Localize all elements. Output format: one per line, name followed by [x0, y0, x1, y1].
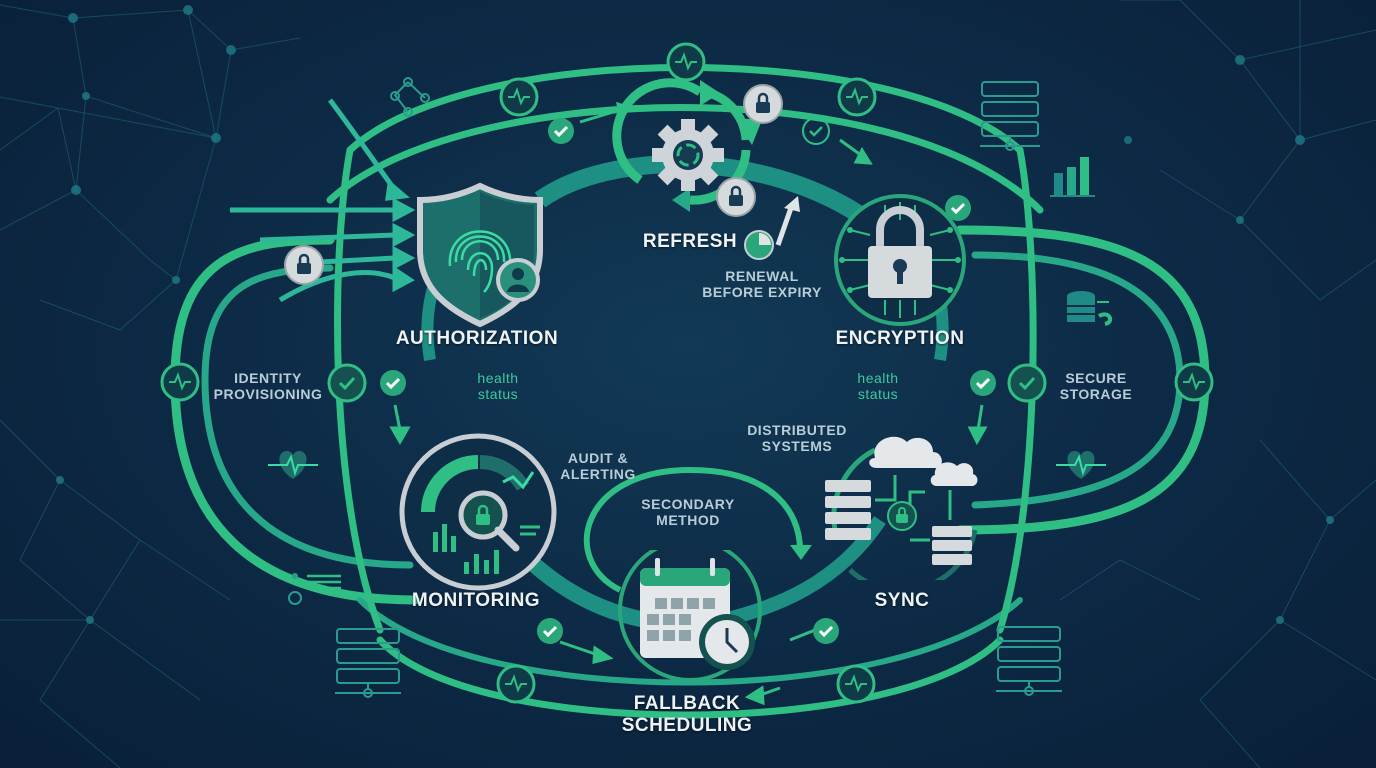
storage-line2: STORAGE — [1059, 386, 1133, 402]
shield-fingerprint-user-icon — [417, 182, 543, 328]
server-rack-icon — [996, 626, 1062, 696]
secure-storage-label: SECURE STORAGE — [1056, 370, 1136, 402]
heart-pulse-icon — [268, 451, 318, 479]
identity-line1: IDENTITY — [234, 370, 302, 386]
heartbeat-node-icon — [1174, 362, 1214, 402]
checkmark-badge-icon — [327, 363, 367, 403]
stage-label-fallback: FALLBACK SCHEDULING — [620, 693, 754, 737]
heartbeat-node-icon — [666, 42, 706, 82]
heartbeat-node-icon — [836, 664, 876, 704]
database-icon — [1067, 291, 1113, 326]
stage-label-authorization: AUTHORIZATION — [395, 328, 559, 349]
heartbeat-node-icon — [837, 77, 877, 117]
storage-line1: SECURE — [1065, 370, 1127, 386]
magnifier-dashboard-icon — [399, 433, 557, 591]
checkmark-badge-icon — [548, 118, 574, 144]
fallback-line2: SCHEDULING — [621, 715, 753, 736]
audit-line2: ALERTING — [560, 466, 636, 482]
distributed-systems-label: DISTRIBUTED SYSTEMS — [744, 422, 850, 454]
heartbeat-node-icon — [160, 362, 200, 402]
checkmark-badge-icon — [945, 195, 971, 221]
stage-label-sync: SYNC — [874, 590, 930, 611]
padlock-badge-icon — [284, 245, 324, 285]
heart-pulse-icon — [1056, 451, 1106, 479]
circuit-padlock-icon — [834, 194, 966, 326]
audit-line1: AUDIT & — [567, 450, 629, 466]
renewal-line1: RENEWAL — [725, 268, 799, 284]
padlock-badge-icon — [743, 84, 783, 124]
heartbeat-node-icon — [496, 664, 536, 704]
checkmark-badge-icon — [813, 618, 839, 644]
distributed-line1: DISTRIBUTED — [747, 422, 847, 438]
checkmark-badge-icon — [380, 370, 406, 396]
server-rack-icon — [980, 81, 1040, 151]
cloud-server-sync-icon — [825, 436, 978, 580]
list-icon — [288, 573, 341, 605]
network-graph-icon — [390, 77, 430, 117]
bar-chart-icon — [1050, 157, 1095, 197]
renewal-line2: BEFORE EXPIRY — [702, 284, 822, 300]
health-status-left: health status — [470, 370, 526, 402]
stage-label-monitoring: MONITORING — [411, 590, 541, 611]
identity-line2: PROVISIONING — [213, 386, 323, 402]
stage-label-refresh: REFRESH — [642, 231, 738, 252]
calendar-clock-icon — [618, 550, 762, 680]
health-left-line1: health — [477, 370, 519, 386]
audit-alerting-label: AUDIT & ALERTING — [558, 450, 638, 482]
health-right-line1: health — [857, 370, 899, 386]
checkmark-badge-icon — [970, 370, 996, 396]
checkmark-badge-icon — [537, 618, 563, 644]
health-status-right: health status — [850, 370, 906, 402]
checkmark-badge-icon — [1007, 363, 1047, 403]
health-left-line2: status — [477, 386, 519, 402]
health-right-line2: status — [857, 386, 899, 402]
renewal-note: RENEWAL BEFORE EXPIRY — [700, 268, 824, 300]
secondary-line2: METHOD — [656, 512, 720, 528]
identity-provisioning-label: IDENTITY PROVISIONING — [210, 370, 326, 402]
pie-clock-icon — [744, 230, 774, 260]
gear-cycle-icon — [652, 119, 724, 191]
secondary-method-label: SECONDARY METHOD — [640, 496, 736, 528]
secondary-line1: SECONDARY — [641, 496, 735, 512]
server-rack-icon — [335, 628, 401, 698]
distributed-line2: SYSTEMS — [761, 438, 833, 454]
heartbeat-node-icon — [499, 77, 539, 117]
fallback-line1: FALLBACK — [633, 693, 741, 714]
stage-label-encryption: ENCRYPTION — [835, 328, 965, 349]
checkmark-badge-icon — [802, 117, 830, 145]
padlock-badge-icon — [716, 177, 756, 217]
